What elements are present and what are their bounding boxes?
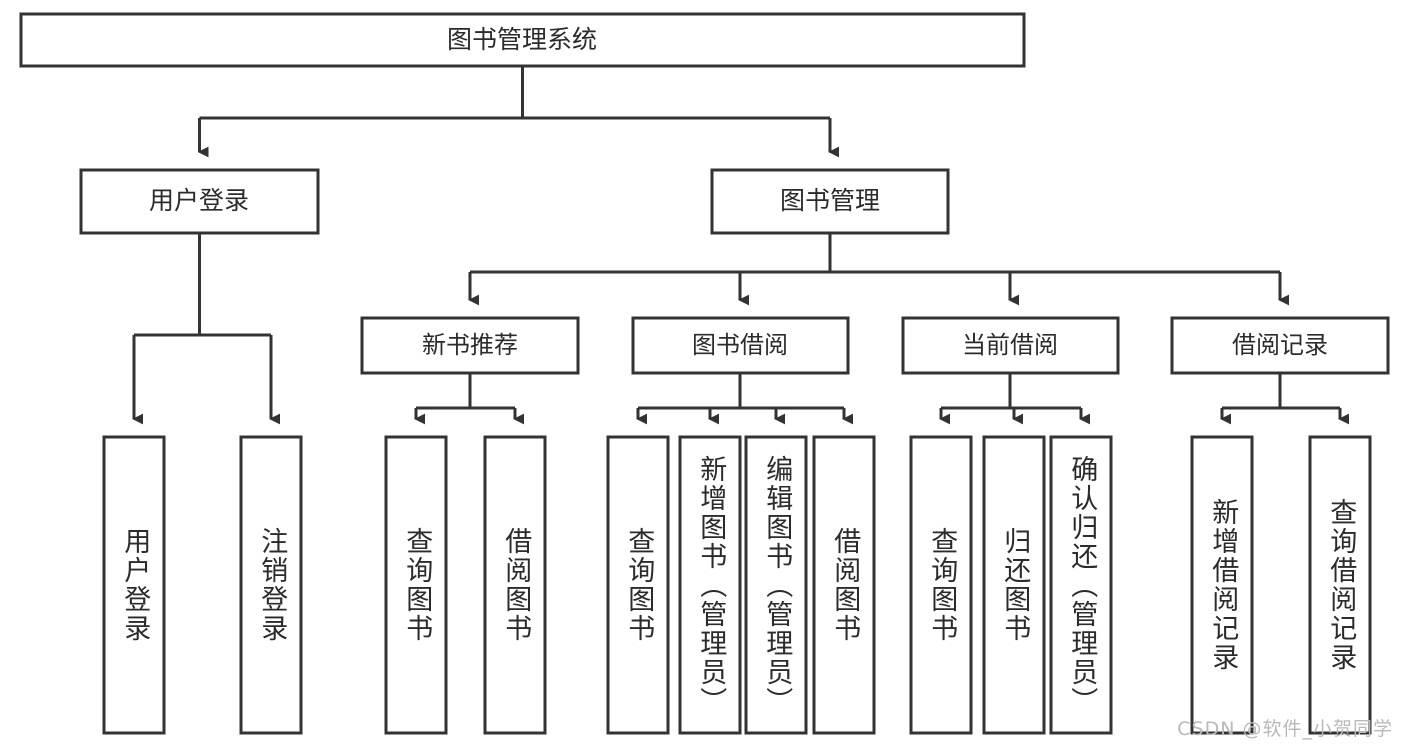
leaf-box[interactable] xyxy=(982,435,1046,735)
leaf-box[interactable] xyxy=(812,435,876,735)
watermark: CSDN @软件_小贺同学 xyxy=(1177,718,1393,740)
node-root[interactable]: 图书管理系统 xyxy=(19,12,1026,68)
connector-records-to-leaves xyxy=(1220,373,1350,425)
node-book-management[interactable]: 图书管理 xyxy=(710,168,950,235)
node-borrow-records-label: 借阅记录 xyxy=(1232,331,1328,359)
leaf-box[interactable] xyxy=(1190,435,1254,735)
connector-newbook-to-leaves xyxy=(414,373,525,425)
leaf-box[interactable] xyxy=(483,435,547,735)
node-current-borrow-label: 当前借阅 xyxy=(962,331,1058,359)
node-user-login[interactable]: 用户登录 xyxy=(79,168,320,235)
leaf-box[interactable] xyxy=(384,435,448,735)
node-borrow-records[interactable]: 借阅记录 xyxy=(1170,316,1390,375)
node-user-login-label: 用户登录 xyxy=(149,186,249,215)
leaf-box[interactable] xyxy=(1308,435,1372,735)
connector-bookmgmt-to-level3 xyxy=(468,233,1290,306)
leaf-box[interactable] xyxy=(1049,435,1113,735)
node-book-management-label: 图书管理 xyxy=(780,186,880,215)
node-book-borrow[interactable]: 图书借阅 xyxy=(631,316,850,375)
leaf-box[interactable] xyxy=(678,435,742,735)
node-root-label: 图书管理系统 xyxy=(447,25,597,54)
leaf-box[interactable] xyxy=(102,435,166,735)
connector-userlogin-to-leaves xyxy=(132,233,281,425)
node-current-borrow[interactable]: 当前借阅 xyxy=(901,316,1120,375)
node-book-borrow-label: 图书借阅 xyxy=(692,331,788,359)
leaf-box[interactable] xyxy=(909,435,973,735)
leaf-box[interactable] xyxy=(744,435,808,735)
connector-current-to-leaves xyxy=(939,373,1091,425)
leaf-box[interactable] xyxy=(606,435,670,735)
connector-borrow-to-leaves xyxy=(636,373,854,425)
node-new-book-recommend-label: 新书推荐 xyxy=(422,331,518,359)
node-new-book-recommend[interactable]: 新书推荐 xyxy=(360,316,580,375)
connector-root-to-level2 xyxy=(197,66,840,158)
leaf-box[interactable] xyxy=(239,435,303,735)
leaf-box-group xyxy=(102,435,1372,735)
